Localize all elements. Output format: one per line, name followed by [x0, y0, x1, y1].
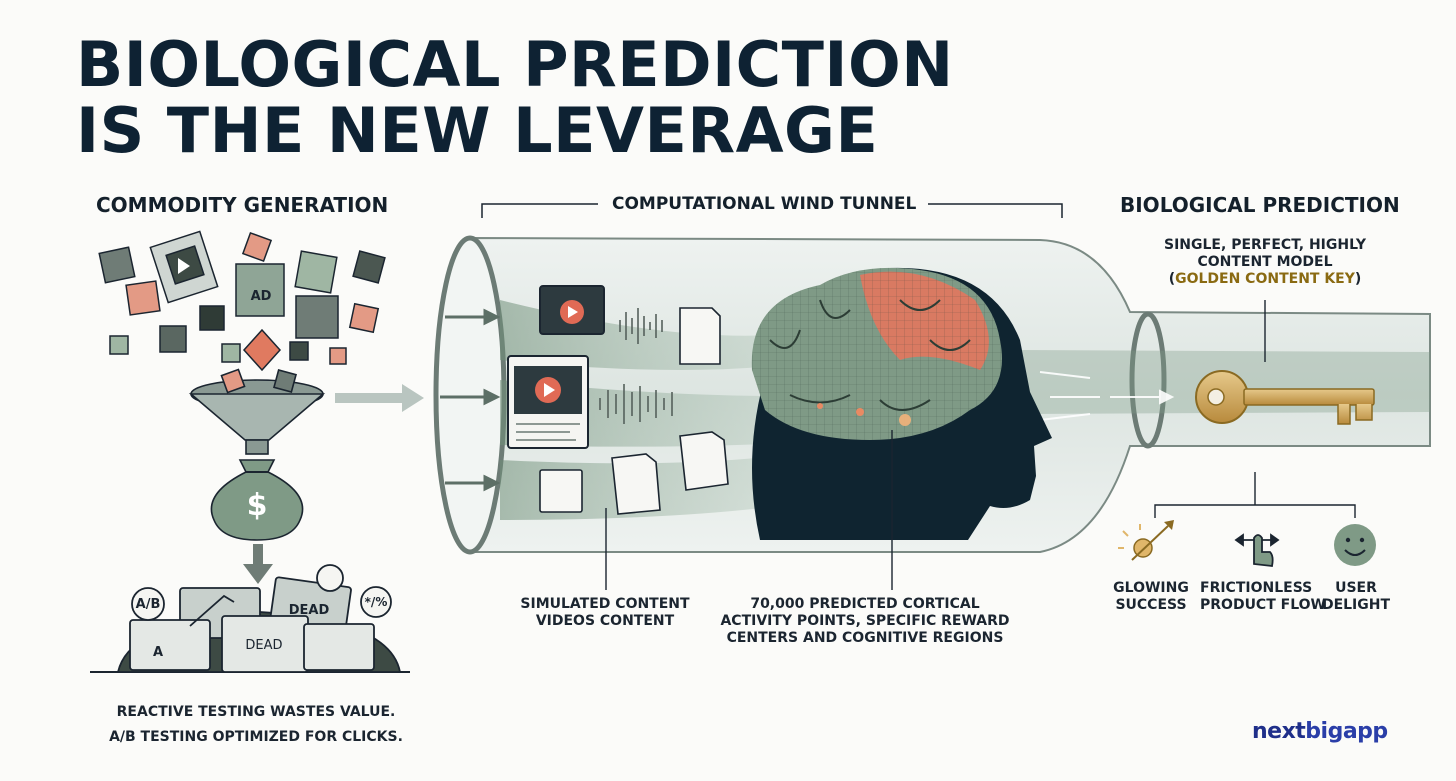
golden-key-highlight: GOLDEN CONTENT KEY — [1175, 271, 1355, 287]
flow-arrow — [335, 384, 424, 412]
tube-inflow-arrows — [440, 308, 501, 492]
content-cubes — [98, 230, 386, 372]
middle-section-bracket — [481, 203, 1063, 218]
outcome-label-line1: GLOWING — [1113, 580, 1189, 596]
screen-label-percent: */% — [364, 595, 388, 609]
callout-simulated-content: SIMULATED CONTENT VIDEOS CONTENT — [520, 596, 690, 630]
screen-label-ab: A/B — [135, 597, 161, 612]
tube-outflow-arrows — [1039, 371, 1175, 421]
golden-key-icon — [1195, 370, 1375, 425]
page-title: BIOLOGICAL PREDICTION IS THE NEW LEVERAG… — [76, 32, 976, 164]
brain — [751, 267, 1002, 440]
brand-logo-part1: next — [1252, 719, 1306, 744]
screen-label-a: A — [152, 645, 164, 660]
funnel — [188, 368, 326, 455]
callout-line2: VIDEOS CONTENT — [535, 613, 675, 629]
golden-key-paren-open: ( — [1168, 271, 1176, 287]
glowing-success-icon — [1118, 520, 1174, 561]
golden-key-label-line1: SINGLE, PERFECT, HIGHLY — [1164, 237, 1366, 253]
section-title-right: BIOLOGICAL PREDICTION — [1120, 193, 1400, 217]
callout-line1: 70,000 PREDICTED CORTICAL — [750, 596, 980, 612]
brand-logo-part2: bigapp — [1305, 719, 1388, 744]
section-title-left: COMMODITY GENERATION — [96, 193, 389, 217]
left-caption-line1: REACTIVE TESTING WASTES VALUE. — [116, 704, 396, 720]
outcome-label-line2: PRODUCT FLOW — [1200, 597, 1326, 613]
left-caption: REACTIVE TESTING WASTES VALUE. A/B TESTI… — [96, 700, 416, 750]
ab-test-screens-pile — [90, 564, 410, 673]
callout-line3: CENTERS AND COGNITIVE REGIONS — [726, 630, 1004, 646]
golden-key-label-line3: (GOLDEN CONTENT KEY) — [1160, 271, 1370, 288]
money-bag-icon — [210, 459, 304, 541]
outcome-label-line2: SUCCESS — [1115, 597, 1187, 613]
outcome-glowing-success: GLOWING SUCCESS — [1108, 580, 1194, 614]
outcome-label-line1: USER — [1335, 580, 1377, 596]
golden-key-label-line2: CONTENT MODEL — [1197, 254, 1333, 270]
section-title-middle: COMPUTATIONAL WIND TUNNEL — [612, 194, 917, 214]
screen-label-dead-1: DEAD — [288, 603, 330, 618]
outcome-label-line2: DELIGHT — [1321, 597, 1391, 613]
left-caption-line2: A/B TESTING OPTIMIZED FOR CLICKS. — [109, 729, 403, 745]
outcome-user-delight: USER DELIGHT — [1320, 580, 1392, 614]
cube-ad-label: AD — [250, 289, 272, 304]
golden-key-paren-close: ) — [1354, 271, 1362, 287]
callout-line1: SIMULATED CONTENT — [520, 596, 690, 612]
document-icons — [539, 307, 729, 515]
outcomes-tree — [1154, 472, 1356, 518]
video-card-top — [539, 285, 605, 335]
screen-label-dead-2: DEAD — [245, 638, 283, 653]
video-card-middle — [507, 355, 589, 449]
page-title-line1: BIOLOGICAL PREDICTION — [76, 28, 954, 101]
golden-key-label: SINGLE, PERFECT, HIGHLY CONTENT MODEL (G… — [1160, 237, 1370, 288]
middle-callout-lines — [605, 430, 893, 590]
outcome-frictionless-flow: FRICTIONLESS PRODUCT FLOW — [1200, 580, 1326, 614]
video-card-cube — [178, 258, 190, 274]
smiley-icon — [1334, 524, 1376, 566]
callout-cortical-points: 70,000 PREDICTED CORTICAL ACTIVITY POINT… — [720, 596, 1010, 647]
tap-gesture-icon — [1234, 533, 1280, 567]
money-symbol: $ — [246, 488, 268, 523]
audio-waveforms — [599, 308, 673, 424]
page-title-line2: IS THE NEW LEVERAGE — [76, 94, 879, 167]
down-arrow — [243, 544, 273, 584]
callout-line2: ACTIVITY POINTS, SPECIFIC REWARD — [720, 613, 1010, 629]
outcome-label-line1: FRICTIONLESS — [1200, 580, 1313, 596]
brand-logo: nextbigapp — [1252, 719, 1388, 744]
